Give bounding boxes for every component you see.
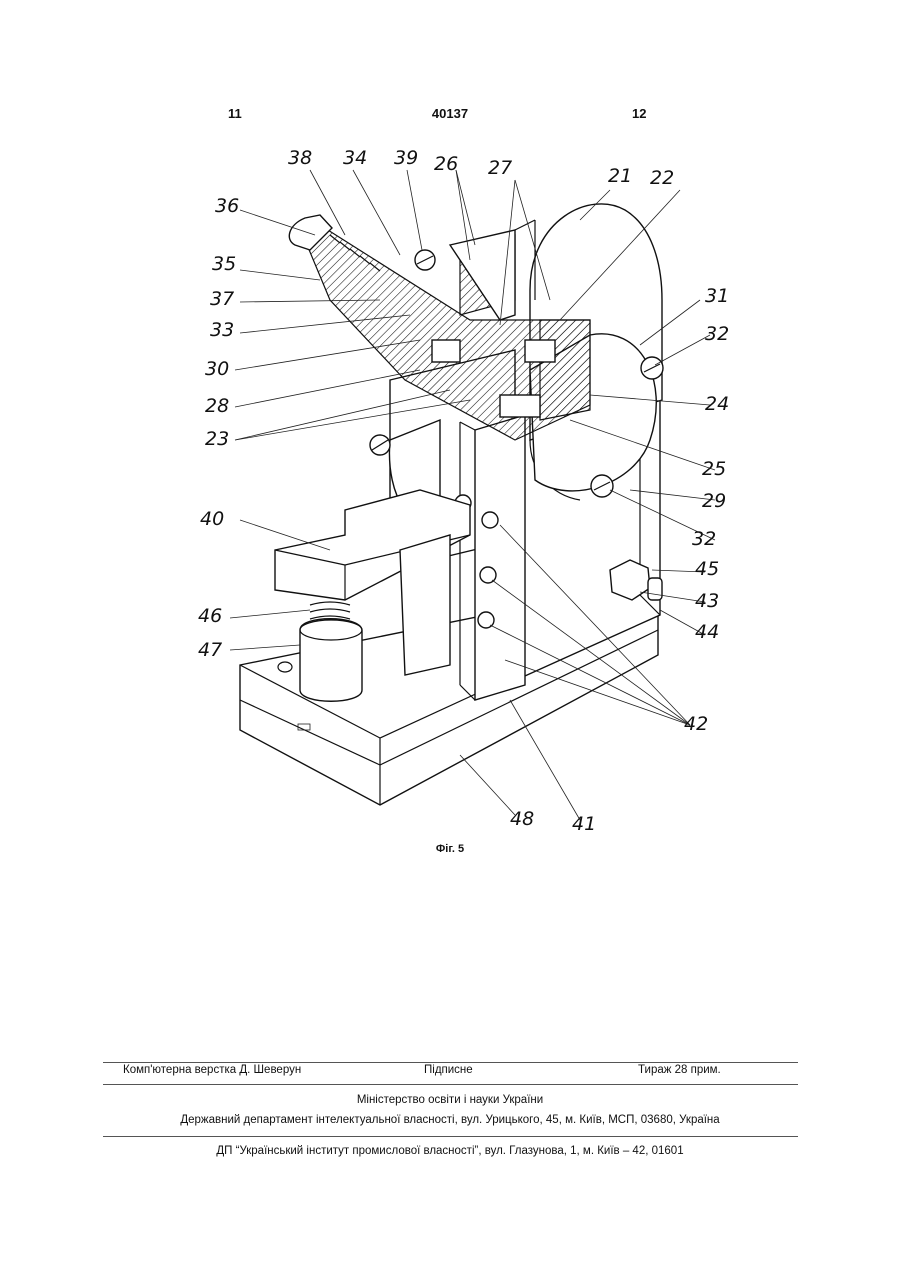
label-43: 43 [695, 590, 719, 612]
label-27: 27 [488, 157, 512, 179]
label-37: 37 [210, 288, 234, 310]
label-22: 22 [650, 167, 674, 189]
department-line: Державний департамент інтелектуальної вл… [0, 1114, 900, 1126]
footer-rule-top [103, 1062, 798, 1063]
circulation-note: Тираж 28 прим. [638, 1064, 721, 1076]
label-30: 30 [205, 358, 229, 380]
label-47: 47 [198, 639, 222, 661]
label-38: 38 [288, 147, 312, 169]
label-36: 36 [215, 195, 239, 217]
typesetting-credit: Комп'ютерна верстка Д. Шеверун [123, 1064, 301, 1076]
label-23: 23 [205, 428, 229, 450]
label-26: 26 [434, 153, 458, 175]
ministry-line: Міністерство освіти і науки України [0, 1094, 900, 1106]
label-29: 29 [702, 490, 726, 512]
label-31: 31 [705, 285, 729, 307]
label-21: 21 [608, 165, 632, 187]
institute-line: ДП “Український інститут промислової вла… [0, 1145, 900, 1157]
label-48: 48 [510, 808, 534, 830]
label-35: 35 [212, 253, 236, 275]
label-44: 44 [695, 621, 719, 643]
label-42: 42 [684, 713, 708, 735]
signed-note: Підписне [424, 1064, 473, 1076]
label-32-top: 32 [705, 323, 729, 345]
label-28: 28 [205, 395, 229, 417]
label-39: 39 [394, 147, 418, 169]
label-33: 33 [210, 319, 234, 341]
technical-drawing: 38 34 39 26 27 21 22 36 35 37 33 30 28 2… [170, 140, 750, 860]
label-24: 24 [705, 393, 729, 415]
document-number: 40137 [0, 106, 900, 121]
label-40: 40 [200, 508, 224, 530]
label-45: 45 [695, 558, 719, 580]
label-46: 46 [198, 605, 222, 627]
label-34: 34 [343, 147, 367, 169]
page-number-right: 12 [632, 106, 646, 121]
label-32-bottom: 32 [692, 528, 716, 550]
label-41: 41 [572, 813, 596, 835]
label-25: 25 [702, 458, 726, 480]
figure-caption: Фіг. 5 [0, 843, 900, 855]
footer-rule-middle [103, 1084, 798, 1085]
footer-rule-bottom [103, 1136, 798, 1137]
